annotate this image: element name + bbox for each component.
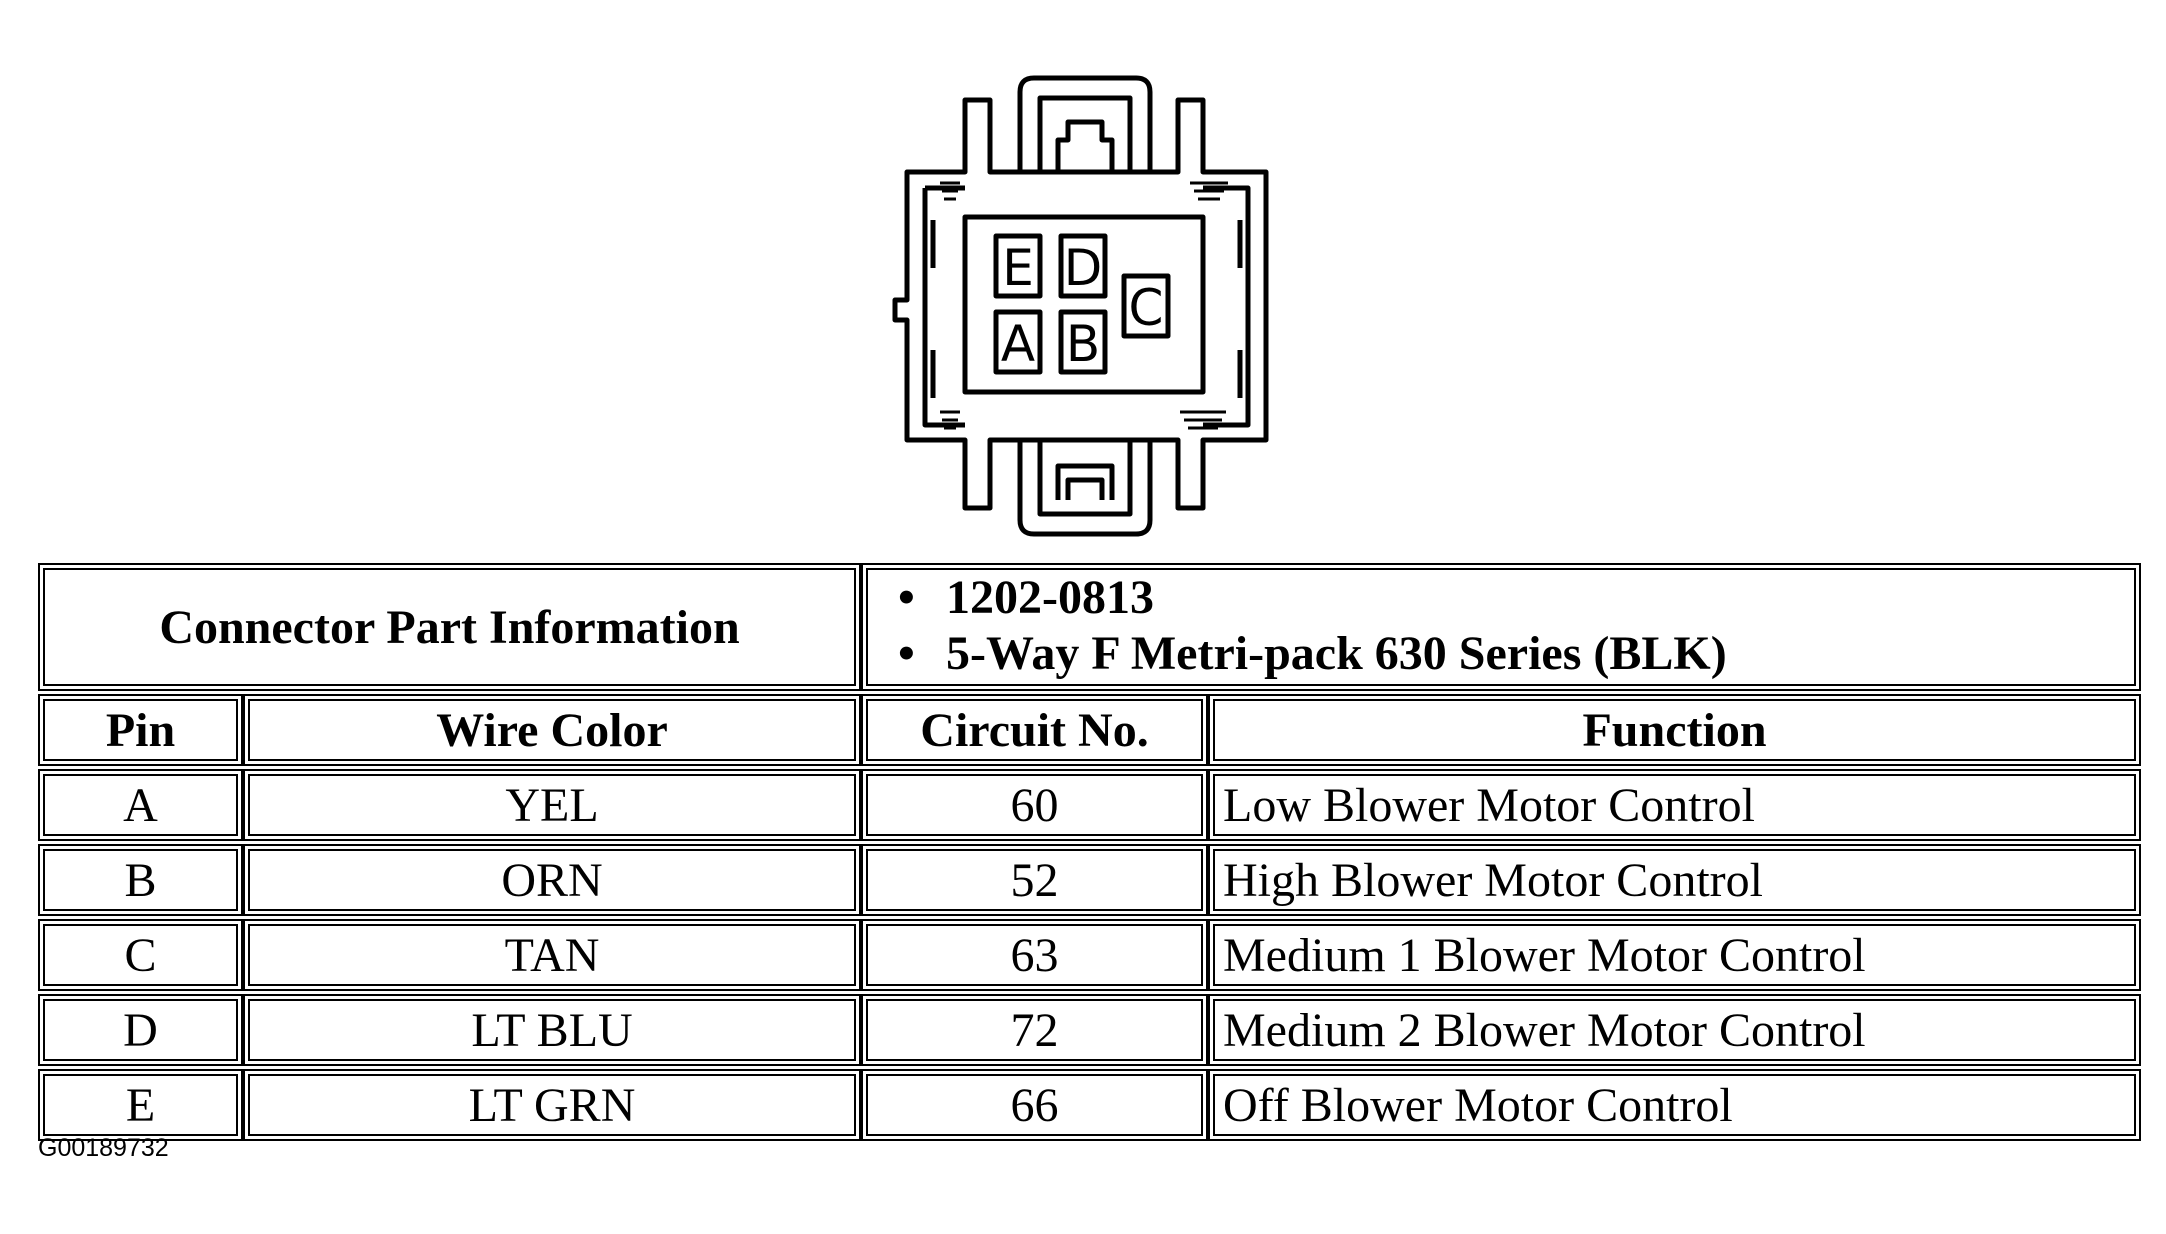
row-d-wire: LT BLU <box>248 999 856 1061</box>
header-pin: Pin <box>43 699 238 761</box>
top-latch <box>1017 75 1153 172</box>
part-number: 1202-0813 <box>898 570 1154 626</box>
row-a-pin: A <box>43 774 238 836</box>
part-description: 5-Way F Metri-pack 630 Series (BLK) <box>898 626 1727 682</box>
pin-label-c: C <box>1129 279 1164 337</box>
row-b-pin: B <box>43 849 238 911</box>
row-a-circuit: 60 <box>866 774 1203 836</box>
row-e-pin: E <box>43 1074 238 1136</box>
header-function: Function <box>1213 699 2136 761</box>
figure-id: G00189732 <box>38 1134 169 1162</box>
header-wire-color: Wire Color <box>248 699 856 761</box>
row-c-function: Medium 1 Blower Motor Control <box>1213 924 2136 986</box>
row-d-pin: D <box>43 999 238 1061</box>
pin-label-b: B <box>1066 315 1100 373</box>
part-info-label: Connector Part Information <box>43 568 856 686</box>
row-c-pin: C <box>43 924 238 986</box>
row-d-function: Medium 2 Blower Motor Control <box>1213 999 2136 1061</box>
row-d-circuit: 72 <box>866 999 1203 1061</box>
row-e-function: Off Blower Motor Control <box>1213 1074 2136 1136</box>
header-circuit-no: Circuit No. <box>866 699 1203 761</box>
row-b-circuit: 52 <box>866 849 1203 911</box>
connector-body <box>892 97 1269 511</box>
pin-label-d: D <box>1064 239 1103 297</box>
row-c-wire: TAN <box>248 924 856 986</box>
row-b-wire: ORN <box>248 849 856 911</box>
row-a-function: Low Blower Motor Control <box>1213 774 2136 836</box>
pin-label-e: E <box>1002 239 1034 297</box>
bottom-latch <box>1017 440 1153 537</box>
row-a-wire: YEL <box>248 774 856 836</box>
connector-face-diagram: E D C A B <box>892 75 1269 537</box>
part-info-list: 1202-0813 5-Way F Metri-pack 630 Series … <box>866 568 2136 686</box>
row-e-circuit: 66 <box>866 1074 1203 1136</box>
pin-label-a: A <box>1001 315 1035 373</box>
row-e-wire: LT GRN <box>248 1074 856 1136</box>
row-b-function: High Blower Motor Control <box>1213 849 2136 911</box>
pin-housing <box>962 214 1206 395</box>
row-c-circuit: 63 <box>866 924 1203 986</box>
